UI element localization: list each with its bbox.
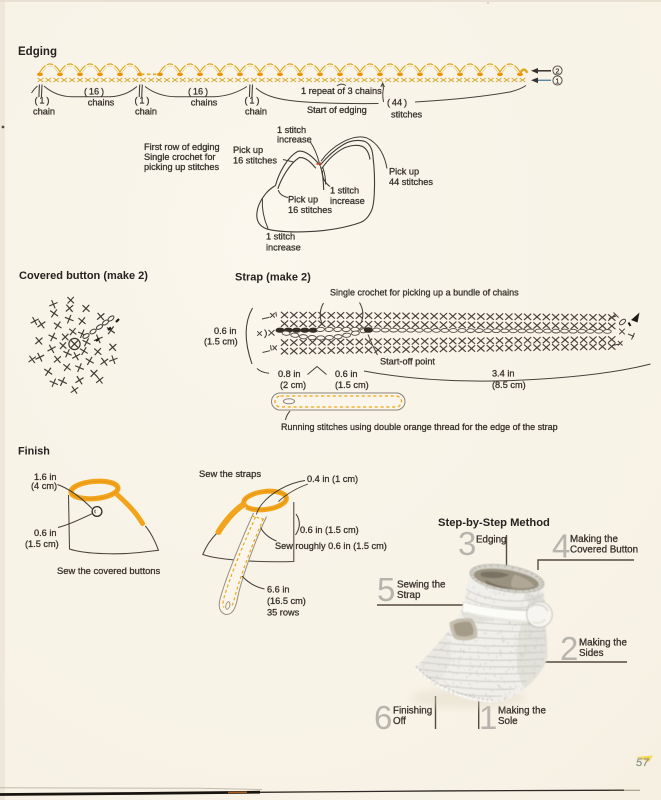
svg-text:Running stitches using double: Running stitches using double orange thr… — [281, 422, 558, 432]
svg-text:1 repeat of 3 chains: 1 repeat of 3 chains — [301, 86, 382, 96]
svg-text:5: 5 — [377, 571, 395, 608]
svg-text:Covered Button: Covered Button — [570, 545, 638, 556]
svg-text:Pick up: Pick up — [288, 195, 318, 205]
svg-text:( 44 ): ( 44 ) — [387, 98, 407, 108]
svg-text:(16.5 cm): (16.5 cm) — [267, 596, 306, 606]
svg-text:(1.5 cm): (1.5 cm) — [25, 539, 59, 549]
svg-text:0.6 in: 0.6 in — [214, 326, 236, 336]
svg-text:6.6 in: 6.6 in — [267, 585, 289, 595]
svg-text:increase: increase — [266, 243, 301, 253]
svg-text:chains: chains — [88, 98, 115, 108]
svg-text:chain: chain — [245, 107, 267, 117]
svg-text:Off: Off — [393, 716, 406, 727]
svg-text:Finishing: Finishing — [393, 706, 432, 717]
svg-text:chain: chain — [135, 107, 157, 117]
svg-text:Step-by-Step Method: Step-by-Step Method — [438, 517, 550, 529]
svg-text:16 stitches: 16 stitches — [233, 156, 277, 166]
svg-text:Sewing the: Sewing the — [397, 580, 446, 591]
svg-text:( 16 ): ( 16 ) — [84, 87, 104, 97]
svg-text:Sew the straps: Sew the straps — [199, 468, 261, 479]
svg-text:44 stitches: 44 stitches — [389, 177, 433, 187]
svg-text:1.6 in: 1.6 in — [34, 472, 56, 482]
svg-text:picking up stitches: picking up stitches — [144, 162, 219, 172]
svg-text:1 stitch: 1 stitch — [266, 232, 295, 242]
svg-text:Sew the covered buttons: Sew the covered buttons — [57, 565, 161, 576]
svg-text:increase: increase — [330, 196, 365, 206]
svg-text:0.4 in (1 cm): 0.4 in (1 cm) — [307, 474, 358, 484]
svg-text:Single crochet for picking up: Single crochet for picking up a bundle o… — [330, 288, 519, 298]
svg-text:Edging: Edging — [18, 46, 57, 58]
svg-text:Covered button (make 2): Covered button (make 2) — [19, 270, 148, 282]
svg-text:( 1 ): ( 1 ) — [35, 96, 50, 106]
svg-text:Start-off point: Start-off point — [380, 357, 435, 367]
svg-text:1 stitch: 1 stitch — [330, 186, 359, 196]
svg-text:stitches: stitches — [391, 110, 423, 120]
svg-text:( 1 ): ( 1 ) — [245, 96, 260, 106]
svg-text:(1.5 cm): (1.5 cm) — [335, 380, 369, 390]
svg-text:16 stitches: 16 stitches — [288, 205, 332, 215]
svg-text:(1.5 cm): (1.5 cm) — [204, 337, 238, 347]
svg-text:Start of edging: Start of edging — [307, 105, 367, 115]
svg-text:chains: chains — [191, 98, 218, 108]
svg-text:3: 3 — [458, 525, 476, 562]
svg-text:6: 6 — [374, 699, 392, 736]
svg-text:( 16 ): ( 16 ) — [188, 87, 208, 97]
svg-text:Pick up: Pick up — [389, 167, 419, 177]
svg-text:Making the: Making the — [579, 638, 627, 649]
svg-text:0.8 in: 0.8 in — [278, 369, 300, 379]
svg-text:First row of edging: First row of edging — [144, 142, 220, 152]
svg-text:Strap (make 2): Strap (make 2) — [235, 272, 311, 284]
svg-text:Single crochet for: Single crochet for — [144, 152, 216, 162]
svg-text:Edging: Edging — [476, 535, 507, 546]
svg-text:increase: increase — [277, 135, 312, 145]
svg-text:Sew roughly 0.6 in (1.5 cm): Sew roughly 0.6 in (1.5 cm) — [275, 541, 387, 551]
svg-text:(8.5 cm): (8.5 cm) — [492, 380, 526, 390]
svg-text:( 1 ): ( 1 ) — [135, 96, 150, 106]
svg-text:Sole: Sole — [498, 716, 518, 727]
svg-text:chain: chain — [33, 107, 55, 117]
svg-text:2: 2 — [556, 69, 560, 76]
svg-text:Making the: Making the — [498, 706, 546, 717]
svg-text:0.6 in: 0.6 in — [335, 369, 357, 379]
svg-text:Sides: Sides — [579, 648, 604, 659]
svg-text:0.6 in: 0.6 in — [34, 528, 56, 538]
svg-text:57: 57 — [636, 757, 650, 769]
svg-text:Finish: Finish — [18, 446, 50, 458]
svg-text:(4 cm): (4 cm) — [31, 481, 57, 491]
svg-text:35 rows: 35 rows — [267, 608, 300, 618]
svg-text:(2 cm): (2 cm) — [280, 380, 306, 390]
svg-text:0.6 in (1.5 cm): 0.6 in (1.5 cm) — [300, 525, 359, 535]
svg-text:4: 4 — [552, 528, 570, 565]
svg-text:1: 1 — [479, 699, 497, 736]
svg-text:Strap: Strap — [397, 590, 421, 601]
svg-text:Pick up: Pick up — [233, 145, 263, 155]
svg-text:1: 1 — [556, 79, 560, 86]
svg-text:3.4 in: 3.4 in — [492, 369, 514, 379]
svg-text:1 stitch: 1 stitch — [277, 125, 306, 135]
svg-text:Making the: Making the — [570, 534, 618, 545]
svg-text:2: 2 — [560, 630, 578, 667]
